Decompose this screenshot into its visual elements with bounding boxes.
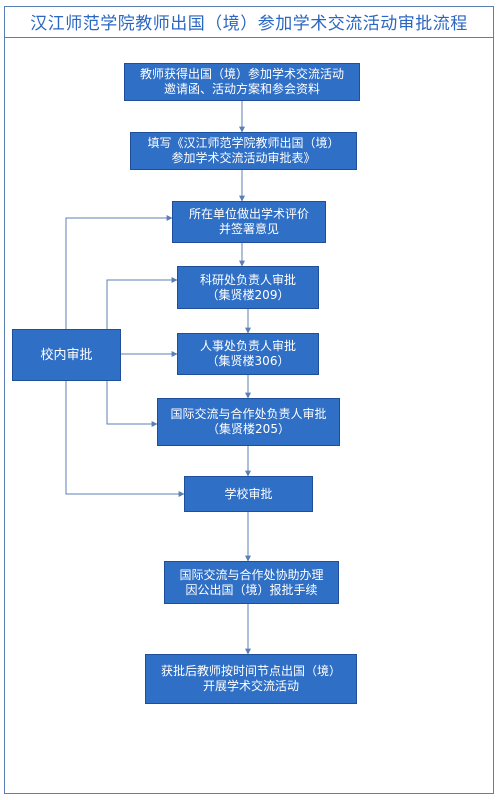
arrow-side-to-step7 — [65, 381, 185, 497]
step-depart-exchange-line2: 开展学术交流活动 — [202, 679, 299, 693]
step-fill-form: 填写《汉江师范学院教师出国（境） 参加学术交流活动审批表》 — [130, 132, 357, 170]
step-research-office: 科研处负责人审批 （集贤楼209） — [177, 266, 319, 309]
step-school-approval: 学校审批 — [184, 476, 313, 512]
step-depart-exchange-line1: 获批后教师按时间节点出国（境） — [160, 664, 341, 678]
step-fill-form-line2: 参加学术交流活动审批表》 — [171, 151, 316, 165]
step-hr-office-line1: 人事处负责人审批 — [199, 339, 296, 353]
step-research-office-line1: 科研处负责人审批 — [199, 272, 296, 287]
step-research-office-line2: （集贤楼209） — [206, 287, 290, 302]
step-school-approval-label: 学校审批 — [224, 486, 273, 501]
step-invitation-line1: 教师获得出国（境）参加学术交流活动 — [139, 67, 344, 81]
step-invitation-line2: 邀请函、活动方案和参会资料 — [163, 82, 320, 96]
step-international-office: 国际交流与合作处负责人审批 （集贤楼205） — [157, 398, 340, 446]
step-unit-evaluation-line1: 所在单位做出学术评价 — [188, 207, 309, 221]
page-title: 汉江师范学院教师出国（境）参加学术交流活动审批流程 — [30, 14, 468, 34]
step-depart-exchange: 获批后教师按时间节点出国（境） 开展学术交流活动 — [145, 654, 357, 704]
step-invitation: 教师获得出国（境）参加学术交流活动 邀请函、活动方案和参会资料 — [124, 63, 360, 101]
step-unit-evaluation: 所在单位做出学术评价 并签署意见 — [172, 201, 326, 243]
step-assist-procedures-line2: 因公出国（境）报批手续 — [185, 582, 318, 597]
diagram-frame — [4, 6, 494, 794]
step-assist-procedures-line1: 国际交流与合作处协助办理 — [179, 567, 324, 582]
arrow-side-to-step3 — [65, 215, 173, 329]
step-hr-office: 人事处负责人审批 （集贤楼306） — [177, 333, 319, 375]
arrow-side-to-step4 — [106, 277, 178, 329]
side-internal-approval-label: 校内审批 — [40, 347, 93, 363]
step-international-office-line2: （集贤楼205） — [207, 422, 290, 436]
step-assist-procedures: 国际交流与合作处协助办理 因公出国（境）报批手续 — [164, 561, 339, 604]
step-unit-evaluation-line2: 并签署意见 — [218, 222, 279, 236]
arrow-side-to-step6 — [106, 381, 158, 427]
title-bar: 汉江师范学院教师出国（境）参加学术交流活动审批流程 — [4, 6, 494, 38]
step-hr-office-line2: （集贤楼306） — [206, 354, 290, 368]
side-internal-approval: 校内审批 — [12, 329, 121, 381]
step-fill-form-line1: 填写《汉江师范学院教师出国（境） — [147, 136, 340, 150]
step-international-office-line1: 国际交流与合作处负责人审批 — [170, 407, 327, 421]
